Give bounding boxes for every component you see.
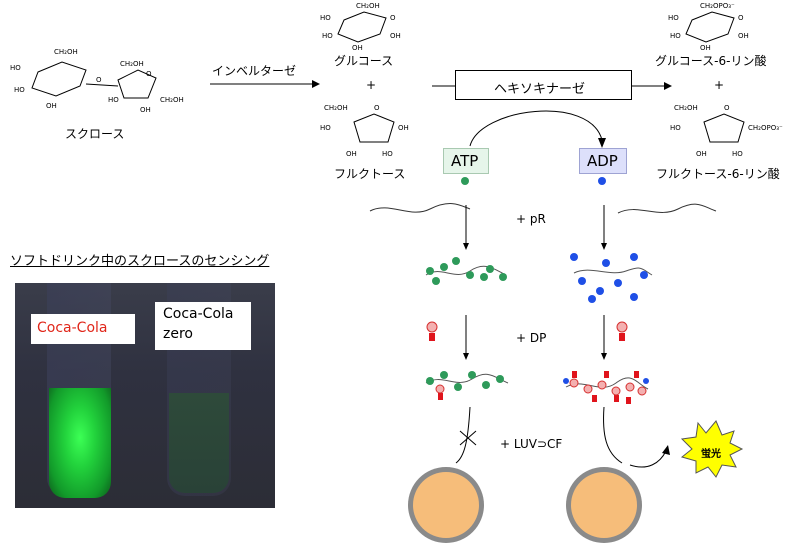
glucose6p-structure: CH₂OPO₃⁻ HO HO OH O OH (668, 2, 749, 52)
svg-text:CH₂OH: CH₂OH (54, 48, 78, 56)
svg-text:OH: OH (346, 150, 357, 158)
svg-text:OH: OH (738, 32, 749, 40)
plus-sign-right: + (714, 78, 725, 92)
sensing-cascade (369, 203, 744, 543)
glucose6p-label: グルコース-6-リン酸 (655, 54, 767, 68)
svg-text:HO: HO (10, 64, 21, 72)
coca-cola-tag: Coca-Cola (31, 314, 135, 344)
svg-text:O: O (146, 70, 152, 78)
svg-text:CH₂OH: CH₂OH (674, 104, 698, 112)
sensing-title: ソフトドリンク中のスクロースのセンシング (10, 254, 270, 269)
fructose6p-label: フルクトース-6-リン酸 (656, 167, 780, 181)
coca-cola-zero-tag: Coca-Cola zero (155, 302, 251, 350)
svg-text:CH₂OPO₃⁻: CH₂OPO₃⁻ (700, 2, 735, 10)
svg-text:CH₂OH: CH₂OH (356, 2, 380, 10)
svg-text:CH₂OPO₃⁻: CH₂OPO₃⁻ (748, 124, 783, 132)
atp-box: ATP (443, 148, 489, 174)
fluorescence-label: 蛍光 (701, 449, 721, 460)
block-x-2 (459, 430, 477, 446)
svg-text:CH₂OH: CH₂OH (324, 104, 348, 112)
svg-text:O: O (374, 104, 380, 112)
dp-icon-right (616, 321, 628, 341)
invertase-arrow (210, 80, 320, 88)
fluorescence-burst (680, 420, 744, 478)
glucose-label: グルコース (334, 54, 394, 68)
svg-text:HO: HO (320, 14, 331, 22)
svg-text:O: O (390, 14, 396, 22)
hexokinase-label: ヘキソキナーゼ (494, 82, 586, 97)
svg-text:HO: HO (320, 124, 331, 132)
svg-text:OH: OH (352, 44, 363, 52)
soft-drink-photo: Coca-Cola Coca-Cola zero (15, 283, 275, 508)
coca-cola-label: Coca-Cola (37, 320, 108, 336)
plus-luv-label: + LUV⊃CF (500, 437, 563, 451)
svg-text:HO: HO (322, 32, 333, 40)
dim-liquid (169, 393, 229, 493)
svg-text:HO: HO (670, 32, 681, 40)
svg-text:O: O (724, 104, 730, 112)
svg-text:OH: OH (140, 106, 151, 114)
green-fluorescent-liquid (49, 388, 111, 498)
svg-text:OH: OH (700, 44, 711, 52)
atp-label: ATP (451, 152, 479, 170)
plus-pr-label: + pR (516, 212, 546, 226)
adp-dot (598, 177, 606, 185)
svg-text:O: O (96, 76, 102, 84)
hexokinase-box: ヘキソキナーゼ (455, 70, 632, 100)
fructose-structure: CH₂OH O HO OH OH HO (320, 104, 409, 158)
atp-adp-curve-arrow (469, 110, 606, 148)
svg-text:OH: OH (696, 150, 707, 158)
svg-text:OH: OH (46, 102, 57, 110)
svg-text:OH: OH (390, 32, 401, 40)
atp-dot (461, 177, 469, 185)
sucrose-label: スクロース (65, 127, 125, 141)
adp-label: ADP (587, 152, 618, 170)
sucrose-structure: CH₂OH HO HO OH O CH₂OH O HO OH CH₂OH (10, 48, 184, 114)
svg-text:OH: OH (398, 124, 409, 132)
svg-text:HO: HO (732, 150, 743, 158)
plus-dp-label: + DP (516, 331, 547, 345)
invertase-label: インベルターゼ (212, 64, 297, 78)
coca-cola-zero-label-1: Coca-Cola (163, 306, 234, 322)
coca-cola-zero-label-2: zero (163, 326, 193, 342)
svg-text:HO: HO (108, 96, 119, 104)
left-peptide-free (369, 203, 471, 213)
svg-text:HO: HO (670, 124, 681, 132)
svg-text:O: O (738, 14, 744, 22)
fructose6p-structure: CH₂OH O HO CH₂OPO₃⁻ OH HO (670, 104, 783, 158)
fructose-label: フルクトース (334, 167, 406, 181)
plus-sign-top: + (366, 78, 377, 92)
glucose-structure: CH₂OH HO HO OH O OH (320, 2, 401, 52)
adp-box: ADP (579, 148, 627, 174)
right-peptide-free (617, 203, 717, 214)
dp-icon-left (426, 321, 438, 341)
svg-text:HO: HO (14, 86, 25, 94)
svg-text:CH₂OH: CH₂OH (120, 60, 144, 68)
svg-text:CH₂OH: CH₂OH (160, 96, 184, 104)
svg-text:HO: HO (382, 150, 393, 158)
svg-text:HO: HO (668, 14, 679, 22)
